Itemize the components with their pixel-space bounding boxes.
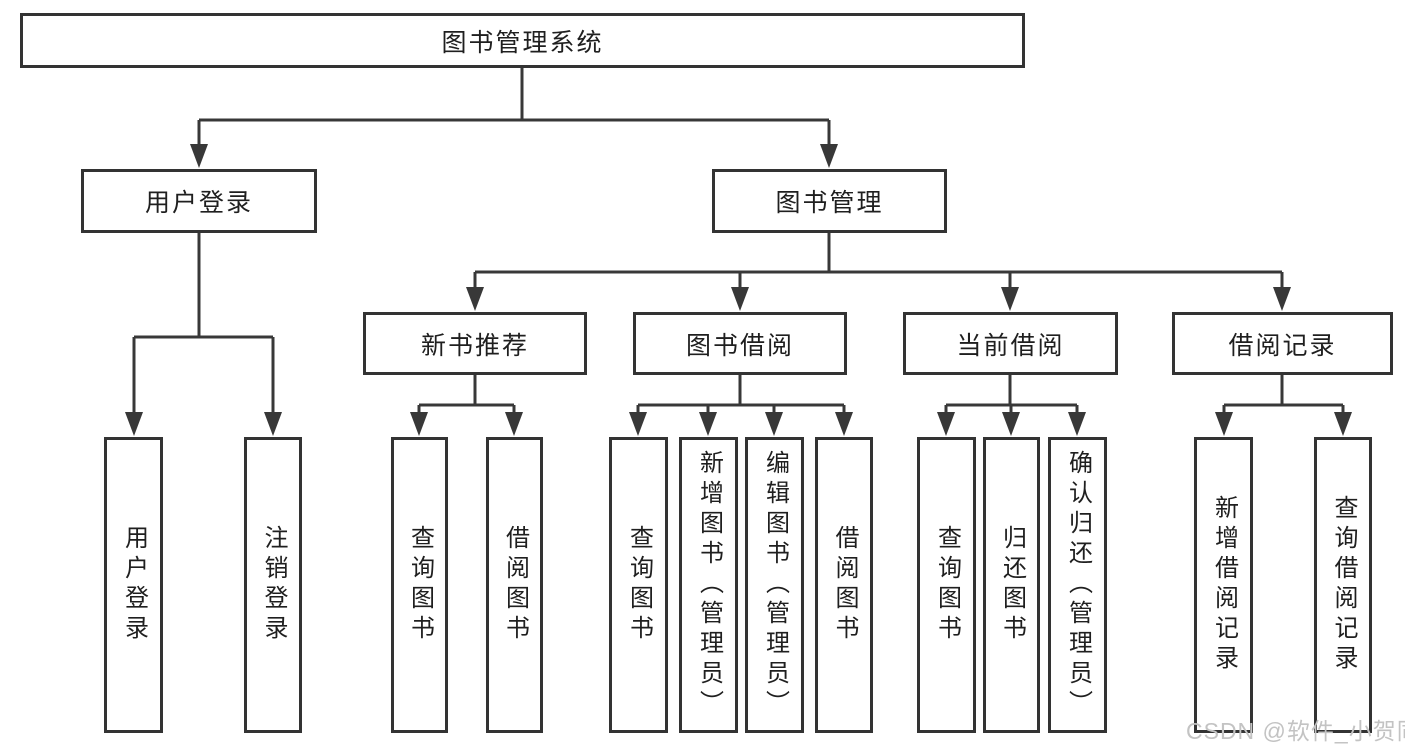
arrowhead-icon: [1334, 412, 1352, 436]
node-book-borrow: 图书借阅: [633, 312, 847, 375]
edge-current-borrow-to-leaves: [944, 375, 1079, 415]
node-user-login-label: 用户登录: [144, 189, 253, 217]
leaf-query-borrow-record-label: 查询借阅记录: [1330, 495, 1357, 675]
leaf-confirm-return-admin-label: 确认归还（管理员）: [1064, 450, 1092, 720]
leaf-edit-book-admin-label: 编辑图书（管理员）: [761, 450, 789, 720]
leaf-add-book-admin: 新增图书（管理员）: [679, 437, 738, 733]
leaf-query-books-3: 查询图书: [917, 437, 976, 733]
node-root-label: 图书管理系统: [441, 28, 604, 57]
leaf-borrow-books-1-label: 借阅图书: [501, 525, 529, 645]
leaf-query-books-2-label: 查询图书: [625, 525, 653, 645]
node-current-borrow: 当前借阅: [903, 312, 1118, 375]
node-book-management: 图书管理: [712, 169, 947, 233]
node-book-borrow-label: 图书借阅: [685, 331, 794, 360]
node-new-book-recommend: 新书推荐: [363, 312, 587, 375]
node-new-book-recommend-label: 新书推荐: [420, 331, 529, 360]
arrowhead-icon: [835, 412, 853, 436]
leaf-borrow-books-2-label: 借阅图书: [831, 525, 858, 645]
arrowhead-icon: [765, 412, 783, 436]
arrowhead-icon: [1068, 412, 1086, 436]
leaf-return-book-label: 归还图书: [998, 525, 1026, 645]
leaf-borrow-books-2: 借阅图书: [815, 437, 873, 733]
edge-borrow-records-to-leaves: [1222, 375, 1345, 415]
leaf-query-books-1-label: 查询图书: [406, 525, 434, 645]
arrowhead-icon: [731, 287, 749, 311]
arrowhead-icon: [937, 412, 955, 436]
leaf-query-borrow-record: 查询借阅记录: [1314, 437, 1372, 733]
leaf-logout: 注销登录: [244, 437, 302, 733]
arrowhead-icon: [629, 412, 647, 436]
leaf-return-book: 归还图书: [983, 437, 1040, 733]
node-borrow-records: 借阅记录: [1172, 312, 1393, 375]
arrowhead-icon: [505, 412, 523, 436]
arrowhead-icon: [264, 412, 282, 436]
edge-new-books-to-leaves: [417, 375, 516, 415]
leaf-add-borrow-record: 新增借阅记录: [1194, 437, 1253, 733]
node-user-login: 用户登录: [81, 169, 317, 233]
node-borrow-records-label: 借阅记录: [1228, 331, 1337, 360]
arrowhead-icon: [1001, 287, 1019, 311]
arrowhead-icon: [1215, 412, 1233, 436]
edge-book-borrow-to-leaves: [636, 375, 846, 415]
edge-user-login-to-leaves: [132, 233, 275, 415]
leaf-user-login-label: 用户登录: [120, 525, 148, 645]
leaf-user-login: 用户登录: [104, 437, 163, 733]
arrowhead-icon: [466, 287, 484, 311]
arrowhead-icon: [820, 144, 838, 168]
leaf-borrow-books-1: 借阅图书: [486, 437, 543, 733]
leaf-query-books-1: 查询图书: [391, 437, 448, 733]
edge-book-mgmt-to-level3: [473, 233, 1284, 291]
arrowhead-icon: [699, 412, 717, 436]
leaf-add-book-admin-label: 新增图书（管理员）: [695, 450, 723, 720]
node-book-management-label: 图书管理: [775, 189, 884, 217]
node-current-borrow-label: 当前借阅: [956, 331, 1065, 360]
arrowheads: [125, 144, 1352, 436]
node-root: 图书管理系统: [20, 13, 1025, 68]
arrowhead-icon: [190, 144, 208, 168]
leaf-edit-book-admin: 编辑图书（管理员）: [745, 437, 804, 733]
edge-root-to-level2: [197, 68, 831, 146]
leaf-add-borrow-record-label: 新增借阅记录: [1210, 495, 1238, 675]
leaf-logout-label: 注销登录: [260, 525, 287, 645]
arrowhead-icon: [1002, 412, 1020, 436]
leaf-query-books-2: 查询图书: [609, 437, 668, 733]
watermark: CSDN @软件_小贺同学: [1186, 718, 1405, 744]
arrowhead-icon: [410, 412, 428, 436]
leaf-confirm-return-admin: 确认归还（管理员）: [1048, 437, 1107, 733]
arrowhead-icon: [1273, 287, 1291, 311]
arrowhead-icon: [125, 412, 143, 436]
leaf-query-books-3-label: 查询图书: [933, 525, 961, 645]
